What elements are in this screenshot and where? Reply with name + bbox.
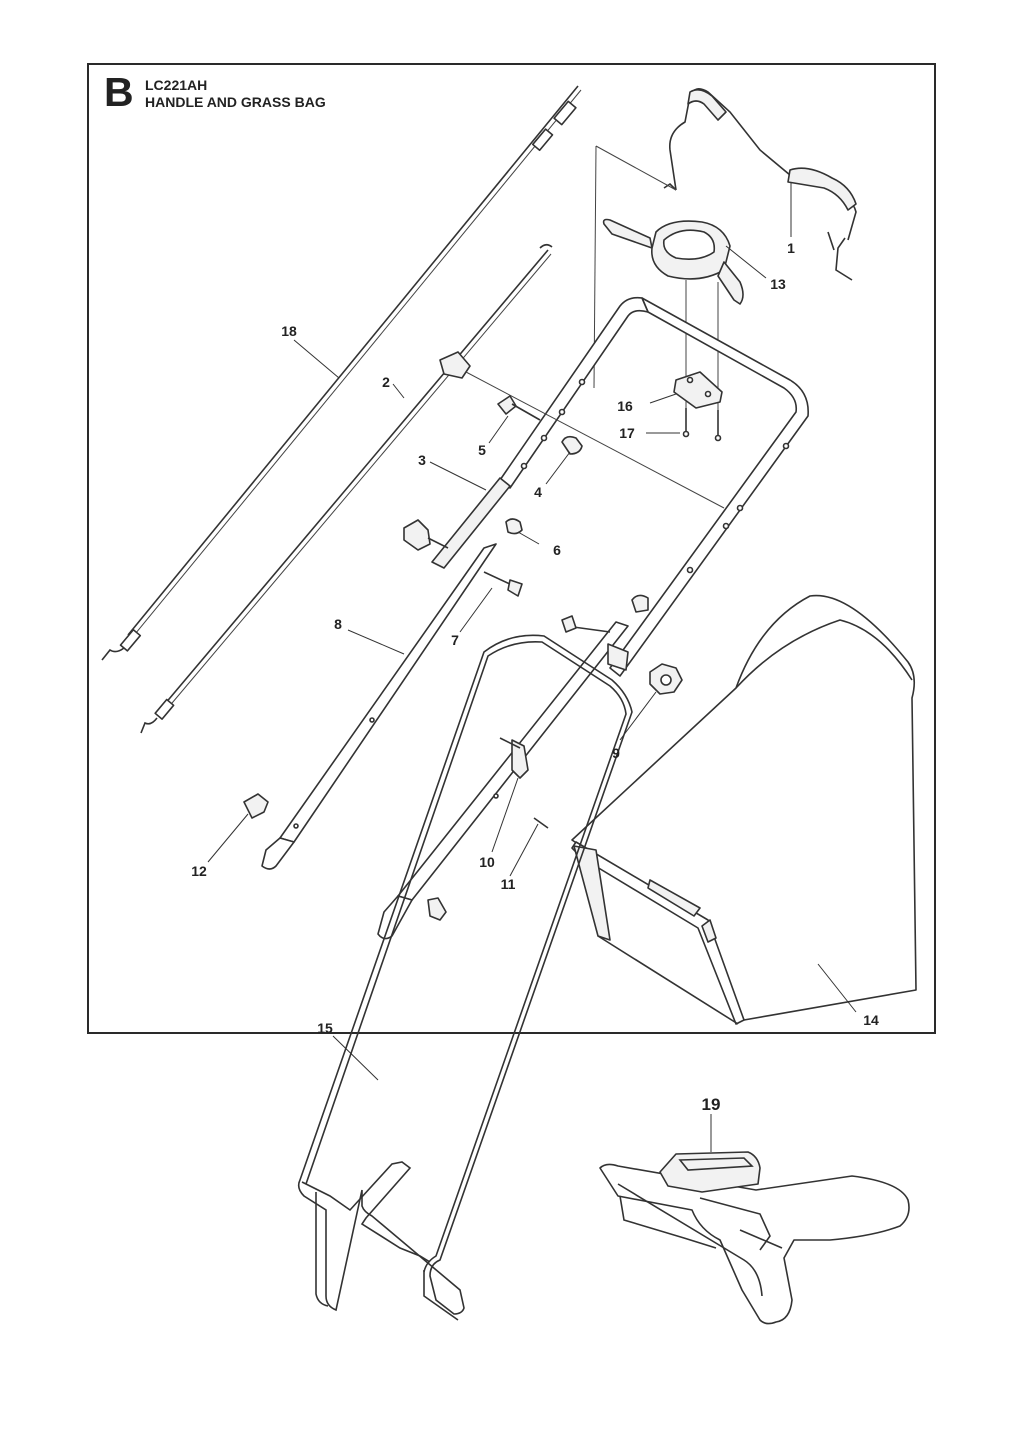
- section-letter: B: [104, 69, 134, 115]
- part-13-control-box: [602, 218, 744, 438]
- part-15-bag-frame: [297, 634, 633, 1321]
- callout-18: 18: [281, 323, 297, 339]
- callout-2: 2: [382, 374, 390, 390]
- part-17-screws: [682, 408, 722, 442]
- diagram-title: HANDLE AND GRASS BAG: [145, 94, 326, 110]
- callout-5: 5: [478, 442, 486, 458]
- callout-14: 14: [863, 1012, 879, 1028]
- model-number: LC221AH: [145, 77, 208, 93]
- part-2-cable: [140, 243, 553, 734]
- callout-4: 4: [534, 484, 542, 500]
- callout-16: 16: [617, 398, 633, 414]
- right-tube-knob: [427, 897, 447, 921]
- callout-8: 8: [334, 616, 342, 632]
- callout-9: 9: [612, 745, 620, 761]
- callout-13: 13: [770, 276, 786, 292]
- part-18-cable: [101, 85, 582, 661]
- part-12-knob: [243, 793, 269, 819]
- part-8-lower-tube: [279, 543, 497, 843]
- right-tube-end: [377, 895, 413, 940]
- callout-3: 3: [418, 452, 426, 468]
- part-19-mulch-plug: [599, 1151, 910, 1325]
- callout-6: 6: [553, 542, 561, 558]
- callout-labels: 1 13 18 2 16 17 5 3 4 6 8 7 9 10 12 11 1…: [191, 240, 879, 1114]
- callout-10: 10: [479, 854, 495, 870]
- callout-7: 7: [451, 632, 459, 648]
- part-5-bolt: [497, 395, 541, 421]
- callout-15: 15: [317, 1020, 333, 1036]
- part-7-bolt: [483, 571, 523, 597]
- part-10-cable-guide: [511, 739, 529, 779]
- part-8-tube-end: [261, 837, 295, 870]
- part-3-clip: [431, 477, 511, 569]
- right-nut: [631, 594, 649, 613]
- cable-route-line: [465, 371, 725, 509]
- part-14-grass-bag: [571, 594, 917, 1025]
- middle-handle-frame: [499, 296, 809, 677]
- right-tube-clamp: [607, 643, 629, 671]
- callout-17: 17: [619, 425, 635, 441]
- callout-1: 1: [787, 240, 795, 256]
- diagram-frame: [87, 63, 936, 1034]
- part-16-bracket: [673, 371, 723, 409]
- callout-11: 11: [501, 876, 516, 892]
- left-knob: [403, 519, 431, 551]
- leader-lines: [207, 183, 857, 1152]
- assembly-guide-line: [595, 145, 677, 191]
- part-6-nut: [505, 518, 523, 535]
- callout-12: 12: [191, 863, 207, 879]
- callout-19: 19: [702, 1095, 721, 1114]
- part-11-screw: [533, 817, 549, 829]
- part-4-nut: [561, 435, 583, 455]
- part-1-upper-handle: [663, 88, 857, 281]
